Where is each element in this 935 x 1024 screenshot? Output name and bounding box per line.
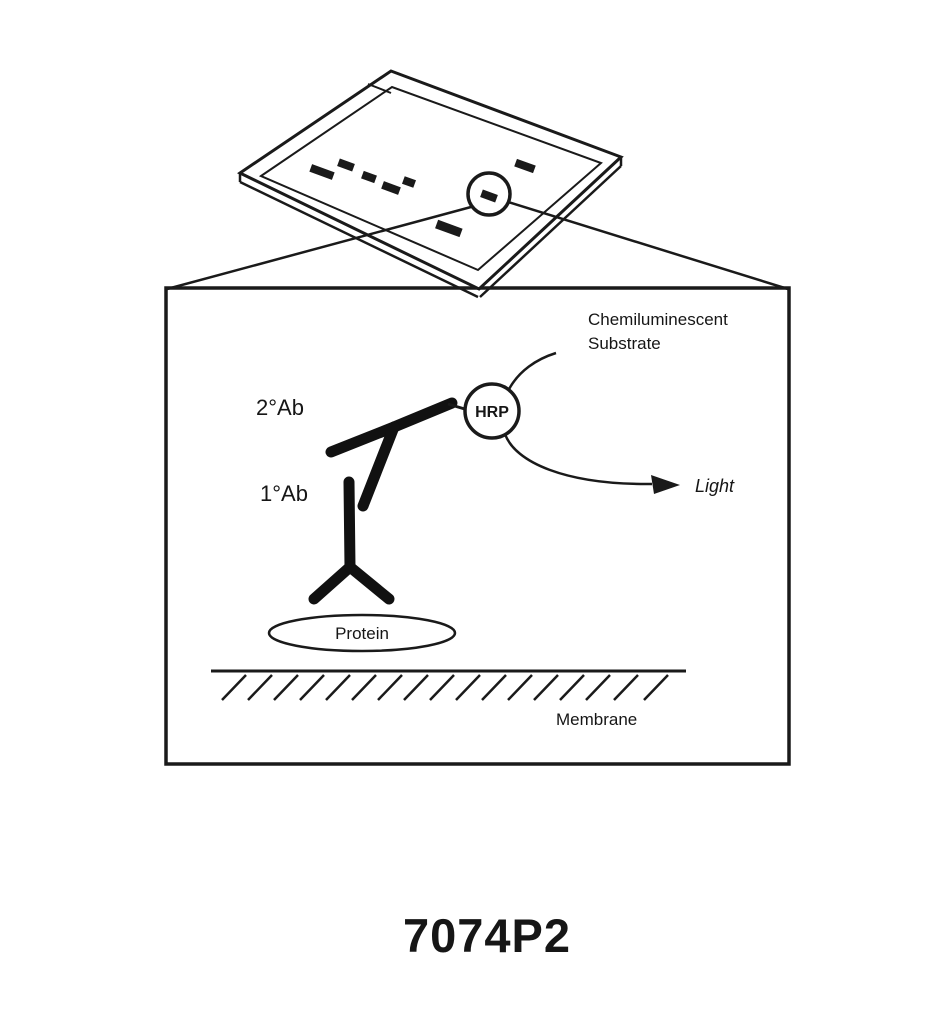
blot-edge-thickness-bottom-right — [479, 165, 622, 298]
blot-band — [309, 164, 335, 180]
blot-band — [337, 158, 355, 172]
blot-edge-thickness-bottom-left — [239, 180, 479, 299]
blot-inner-border — [258, 85, 603, 272]
callout-line-right — [507, 200, 789, 291]
blot-band — [435, 219, 463, 238]
hrp-label: HRP — [475, 404, 509, 421]
protein-label: Protein — [335, 624, 389, 643]
blot-outer-border — [237, 69, 624, 291]
secondary-antibody-label: 2°Ab — [256, 395, 304, 420]
blot-band — [401, 176, 417, 188]
blot-bands — [309, 158, 536, 238]
reaction-arrowhead-icon — [651, 475, 680, 494]
hrp-circle — [463, 382, 521, 440]
protein-ellipse — [267, 613, 457, 653]
zoom-box — [164, 286, 791, 766]
blot-corner-tick — [367, 83, 392, 94]
membrane-label: Membrane — [556, 710, 637, 729]
substrate-label-line1: Chemiluminescent — [588, 310, 728, 329]
light-label: Light — [695, 476, 735, 496]
band-highlight-circle — [466, 171, 512, 217]
blot-band — [514, 158, 536, 174]
blot-band — [361, 170, 377, 184]
blot-band-highlighted — [480, 189, 498, 203]
reaction-curved-arrow — [500, 351, 653, 486]
blot-film — [237, 69, 624, 299]
blot-band — [381, 181, 401, 195]
membrane-hatches — [221, 674, 669, 701]
callout-line-left — [166, 205, 472, 291]
substrate-label-line2: Substrate — [588, 334, 661, 353]
primary-antibody-label: 1°Ab — [260, 481, 308, 506]
catalog-number: 7074P2 — [403, 909, 571, 962]
primary-antibody — [308, 476, 395, 605]
secondary-antibody — [325, 397, 458, 512]
